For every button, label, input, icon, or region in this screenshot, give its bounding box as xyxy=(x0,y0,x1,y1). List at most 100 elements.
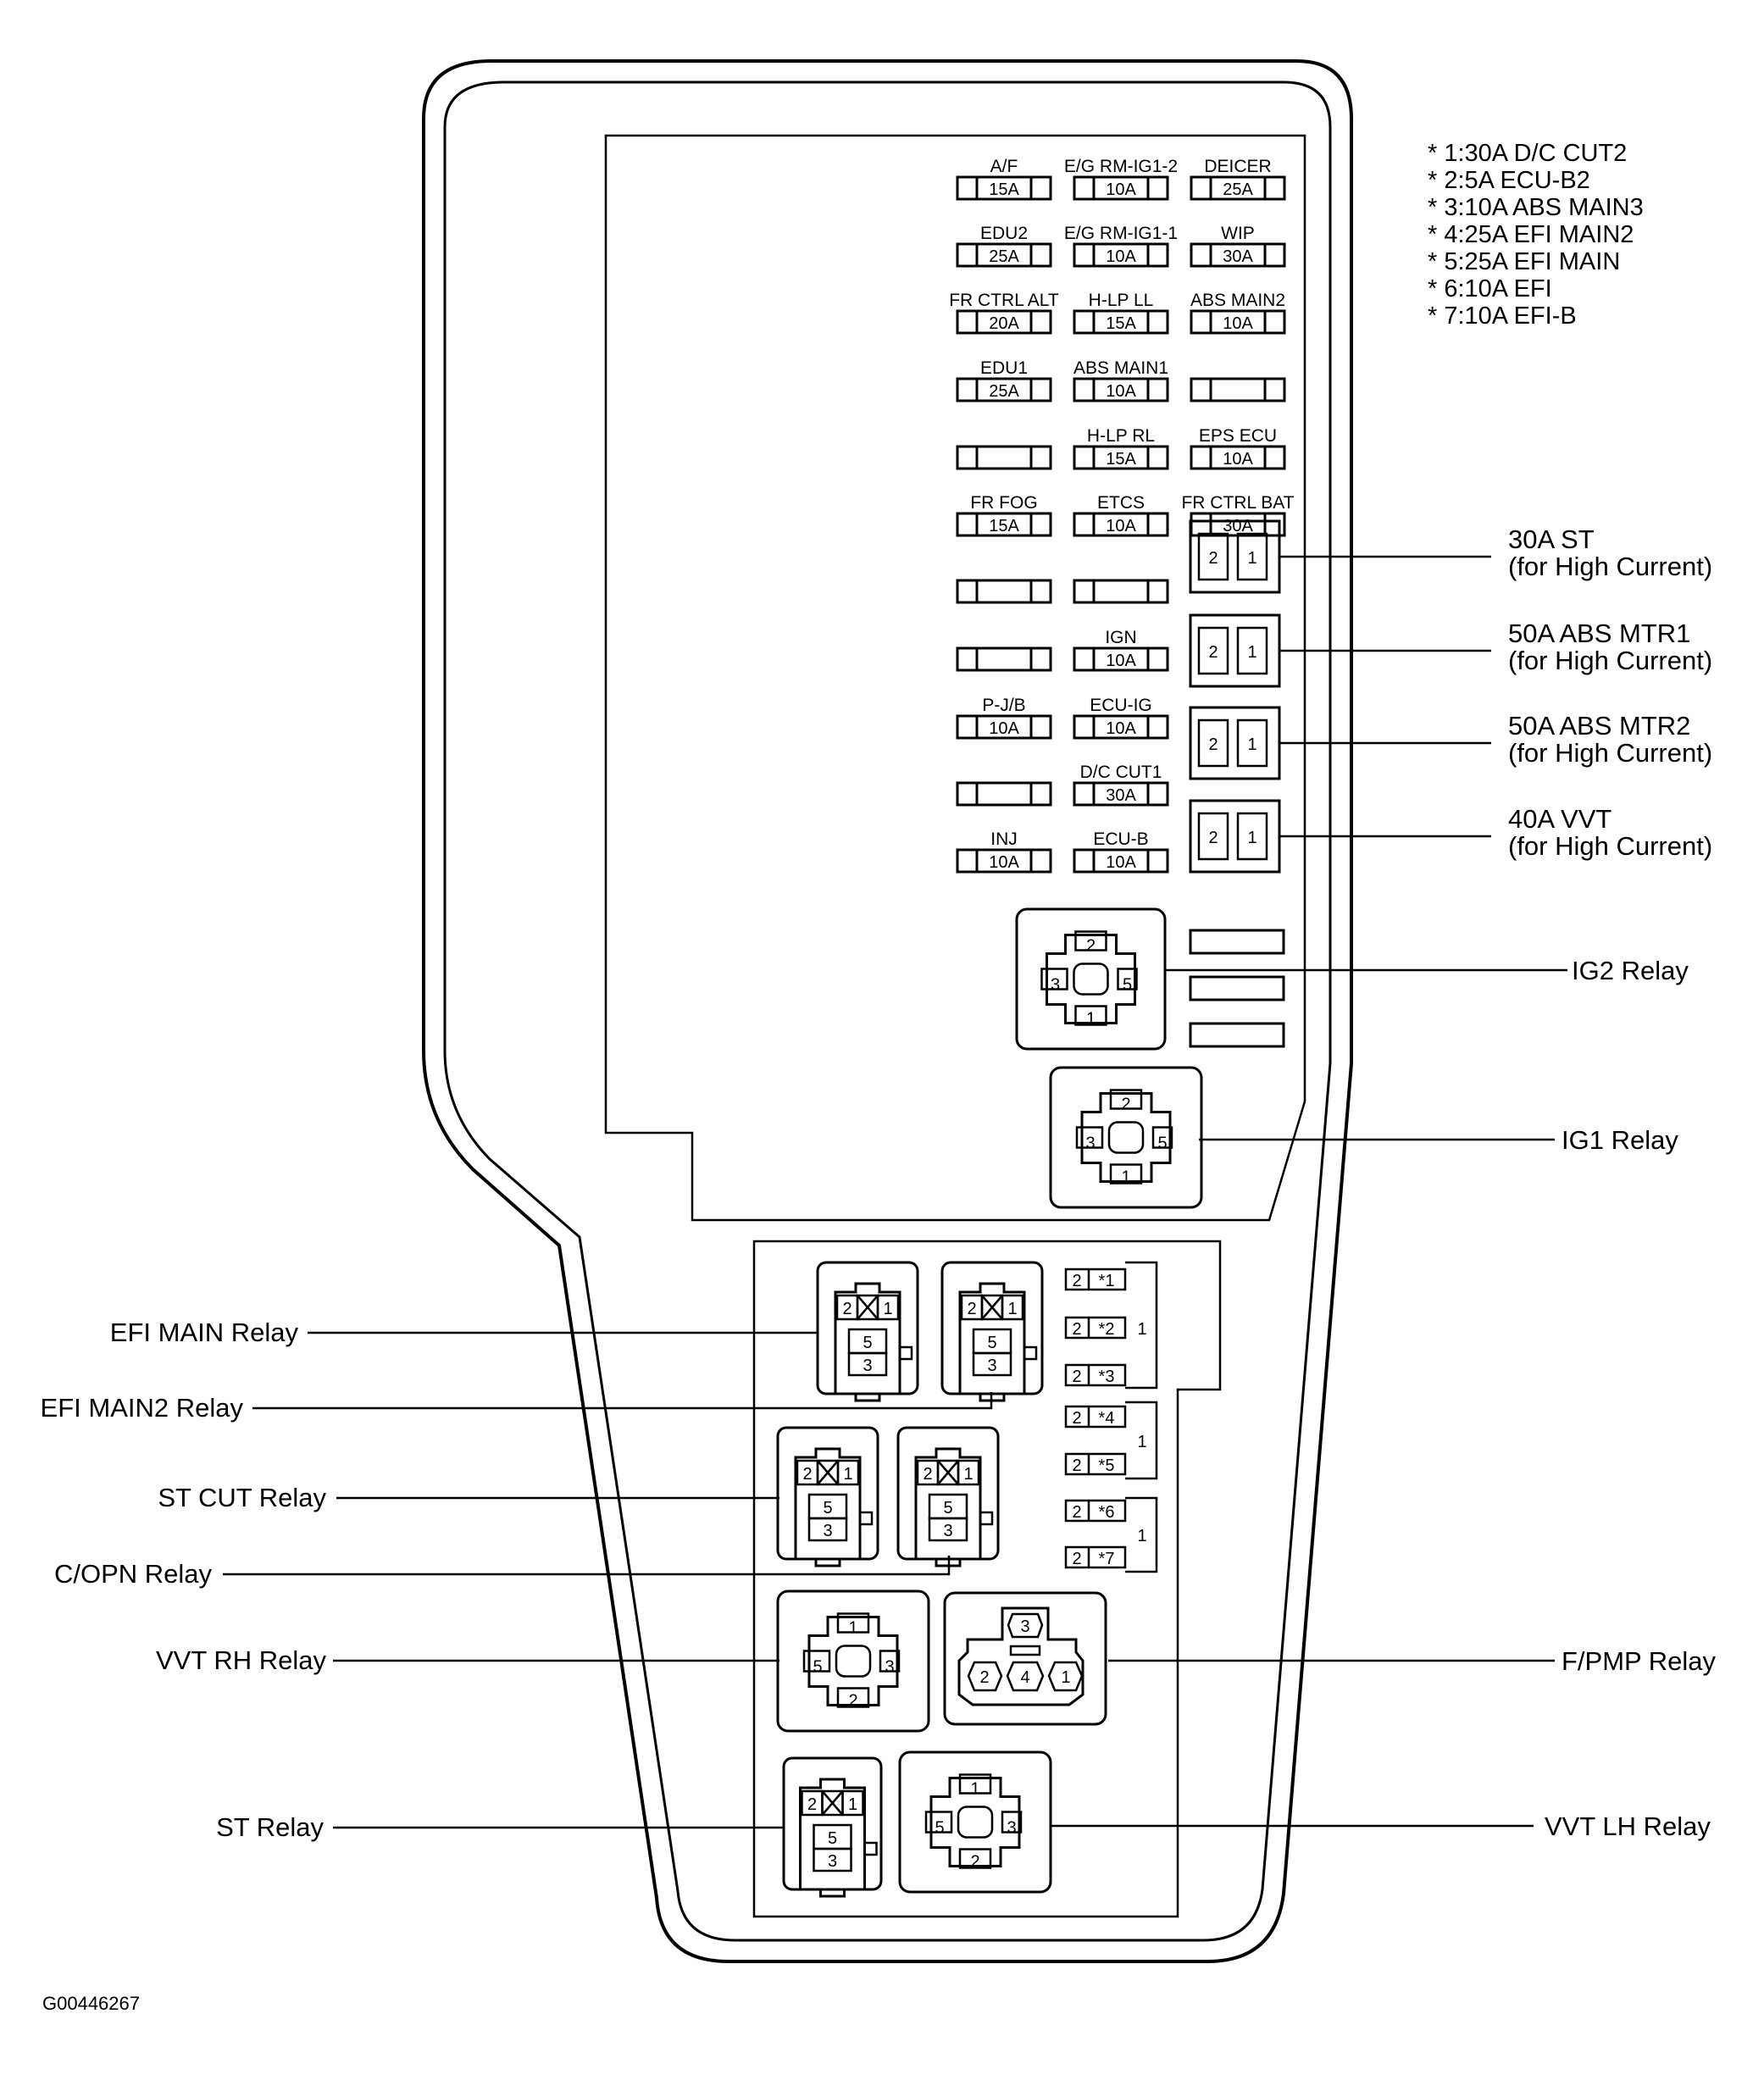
fuse-name: E/G RM-IG1-1 xyxy=(1064,224,1178,243)
fuse-amperage: 30A xyxy=(1223,247,1253,266)
fuse-name: WIP xyxy=(1221,224,1255,243)
fuse-name: E/G RM-IG1-2 xyxy=(1064,157,1178,176)
st-relay-label: ST Relay xyxy=(216,1812,324,1842)
starred-fuse: 2*7 xyxy=(1064,1545,1127,1569)
starred-fuse: 2*5 xyxy=(1064,1452,1127,1476)
fuse-name: FR FOG xyxy=(970,493,1037,513)
fuse-body xyxy=(1190,445,1286,470)
fuse-name: EPS ECU xyxy=(1199,426,1277,446)
cross-mark xyxy=(937,1460,959,1485)
starred-fuse: 2 *3 xyxy=(1064,1363,1127,1387)
pin-label: 2 xyxy=(979,1668,989,1687)
relay-socket xyxy=(958,1282,1026,1402)
terminal xyxy=(1109,1089,1143,1110)
f-pmp-relay-label: F/PMP Relay xyxy=(1562,1646,1717,1676)
fuse-body xyxy=(1190,175,1286,201)
fuse-ref: *5 xyxy=(1099,1456,1115,1475)
pin-label: 3 xyxy=(828,1852,837,1871)
relay-socket xyxy=(834,1282,901,1402)
fuse: 10A E/G RM-IG1-1 xyxy=(1064,224,1178,268)
fuse-body xyxy=(1073,781,1169,807)
efi-main-relay-label: EFI MAIN Relay xyxy=(110,1318,299,1347)
fuse: 30A WIP xyxy=(1190,224,1286,268)
vvt-rh-relay-label: VVT RH Relay xyxy=(156,1645,326,1675)
fuse-body xyxy=(1064,1405,1127,1429)
fuse xyxy=(1190,377,1286,402)
note-line: * 7:10A EFI-B xyxy=(1428,302,1577,330)
terminal xyxy=(1117,968,1138,990)
spare-slot xyxy=(1189,1022,1285,1048)
fuse-ref: *3 xyxy=(1099,1368,1115,1386)
terminal xyxy=(1197,718,1229,768)
terminal xyxy=(1001,1811,1023,1834)
fuse-label: 50A ABS MTR2 xyxy=(1508,711,1690,741)
fuse-amperage: 25A xyxy=(1223,180,1253,199)
pin-label: 2 xyxy=(1072,1272,1081,1290)
group-bracket xyxy=(1125,1496,1158,1573)
callouts: IG2 Relay IG1 Relay EFI MAIN Relay EFI M… xyxy=(41,956,1717,1842)
pin-label: 5 xyxy=(987,1334,996,1352)
housing-outline-inner xyxy=(443,80,1332,1942)
fuse-name: INJ xyxy=(990,829,1018,849)
terminal xyxy=(1001,1294,1024,1321)
fuse-name: DEICER xyxy=(1204,157,1271,176)
note-line: * 1:30A D/C CUT2 xyxy=(1428,140,1627,167)
terminal xyxy=(958,1773,992,1795)
terminal xyxy=(807,1517,848,1542)
starred-fuse: 2*6 xyxy=(1064,1499,1127,1523)
fuse-body xyxy=(1073,175,1169,201)
pin-label: 2 xyxy=(1072,1368,1081,1386)
notes-legend: * 1:30A D/C CUT2 * 2:5A ECU-B2 * 3:10A A… xyxy=(1428,140,1644,330)
relay-tab xyxy=(979,1511,994,1526)
fuse-ref: *4 xyxy=(1099,1409,1115,1428)
terminal xyxy=(1197,812,1229,861)
pin-label: 1 xyxy=(1247,735,1256,754)
starred-fuse: 2*1 xyxy=(1064,1268,1127,1291)
fuse xyxy=(1073,579,1169,604)
relay-frame xyxy=(776,1426,879,1561)
terminal xyxy=(841,1789,864,1817)
relay-frame xyxy=(816,1261,919,1395)
terminal xyxy=(1074,1005,1107,1026)
relay-socket xyxy=(799,1778,866,1898)
pin-label: 3 xyxy=(1051,976,1060,995)
fuse-body xyxy=(1073,512,1169,537)
starred-fuse: 2*2 xyxy=(1064,1316,1127,1340)
terminal xyxy=(836,1687,870,1708)
cross-mark xyxy=(981,1295,1003,1320)
fuse: 25A DEICER xyxy=(1190,157,1286,201)
fuse-amperage: 25A xyxy=(989,247,1019,266)
relay-core xyxy=(957,1806,994,1839)
note-line: * 2:5A ECU-B2 xyxy=(1428,167,1590,194)
fuse-amperage: 30A xyxy=(1106,786,1136,805)
pin-label: 1 xyxy=(963,1465,973,1484)
pin-label: 3 xyxy=(987,1356,996,1375)
terminal xyxy=(928,1517,968,1542)
fuse-body xyxy=(1064,1545,1127,1569)
group-bracket xyxy=(1125,1401,1158,1480)
fuse-amperage: 10A xyxy=(1223,450,1253,469)
fuse-name: D/C CUT1 xyxy=(1080,763,1162,782)
fuse-name: A/F xyxy=(990,157,1018,176)
pin-label: 3 xyxy=(1085,1135,1095,1153)
fuse xyxy=(956,445,1052,470)
fuse-amperage: 10A xyxy=(1106,652,1136,670)
fuse-name: H-LP RL xyxy=(1087,426,1155,446)
fuse-amperage: 10A xyxy=(1106,853,1136,872)
relay-socket xyxy=(807,1616,899,1706)
fuse-body xyxy=(956,848,1052,874)
fuse-name: EDU1 xyxy=(980,358,1028,378)
pin-label: 3 xyxy=(1020,1617,1029,1636)
pin-label: 1 xyxy=(1247,829,1256,847)
fuse-amperage: 10A xyxy=(1106,247,1136,266)
terminal xyxy=(836,1612,870,1634)
pin-label: 2 xyxy=(1208,829,1218,847)
terminal xyxy=(813,1847,852,1872)
